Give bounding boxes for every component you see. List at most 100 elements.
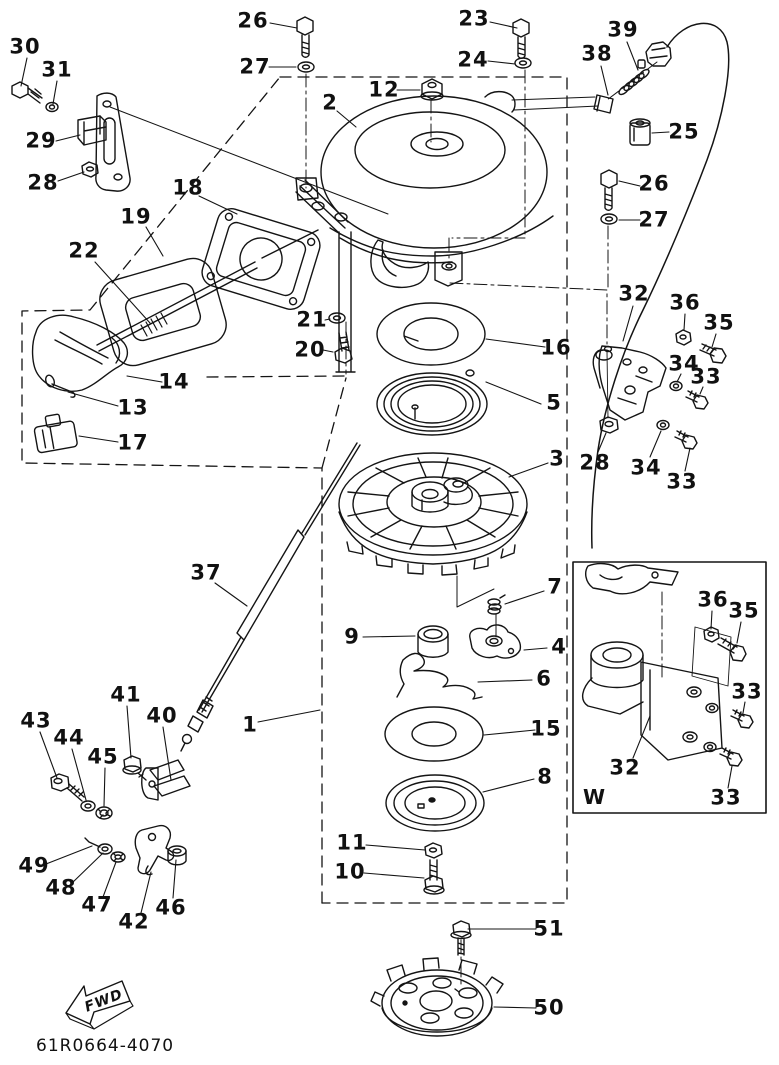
leader-line-17 (78, 435, 119, 443)
leader-line-45 (103, 767, 106, 807)
leader-line-34 (649, 430, 662, 458)
leader-line-24 (487, 60, 516, 65)
handle-grip-14 (31, 314, 129, 392)
washer-48 (97, 843, 113, 855)
rod-tip-13 (45, 374, 76, 398)
leader-line-23 (489, 21, 518, 29)
washer-34-lower (656, 419, 670, 431)
leader-line-10 (363, 872, 425, 879)
callout-50: 50 (533, 995, 565, 1020)
leader-line-7 (504, 590, 545, 605)
spiral-spring-5 (376, 369, 488, 436)
rope-anchor-25 (629, 118, 651, 146)
leader-line-42 (140, 871, 152, 914)
leader-line-37 (214, 582, 248, 607)
joint-40 (141, 759, 191, 801)
washer-21 (328, 312, 346, 324)
callout-19: 19 (120, 204, 152, 229)
lock-washer-45 (95, 806, 113, 820)
callout-22: 22 (68, 238, 100, 263)
nut-11 (424, 842, 443, 859)
leader-line-33 (727, 765, 733, 789)
washer-24 (514, 57, 532, 69)
diagram-part-code: 61R0664-4070 (36, 1036, 175, 1056)
callout-17: 17 (117, 430, 149, 455)
top-fasteners (296, 16, 618, 364)
washer-31 (45, 101, 59, 113)
bolt-10 (423, 859, 445, 895)
washer-27-right (600, 213, 618, 225)
leader-line-25 (651, 131, 670, 134)
callout-48: 48 (45, 875, 77, 900)
drive-pawl-4 (469, 624, 522, 659)
leader-line-48 (70, 852, 104, 885)
leader-line-30 (20, 57, 28, 87)
callout-35: 35 (703, 310, 735, 335)
leader-line-15 (483, 729, 536, 736)
inset-bolt-33-upper (730, 709, 754, 729)
callout-33: 33 (666, 469, 698, 494)
callout-7: 7 (547, 574, 563, 599)
callout-20: 20 (294, 337, 326, 362)
leader-line-36 (683, 313, 686, 331)
bolt-26-right (600, 169, 618, 211)
callout-21: 21 (296, 307, 328, 332)
friction-spring-6 (396, 652, 483, 700)
handle-assembly (31, 208, 321, 454)
callout-34: 34 (668, 351, 700, 376)
leader-line-5 (485, 381, 542, 405)
callout-30: 30 (9, 34, 41, 59)
bolt-35 (699, 343, 727, 364)
starter-rod-37 (180, 442, 361, 752)
leader-line-6 (477, 679, 533, 683)
leader-line-44 (71, 748, 87, 801)
callout-27: 27 (638, 207, 670, 232)
leader-line-19 (145, 226, 164, 257)
bushing-9 (417, 625, 449, 658)
callout-8: 8 (537, 764, 553, 789)
bolt-20 (334, 331, 353, 364)
leader-line-13 (67, 391, 119, 407)
clamp-29 (77, 115, 107, 146)
callout-44: 44 (53, 725, 85, 750)
callout-24: 24 (457, 47, 489, 72)
leader-line-35 (711, 333, 717, 348)
callout-10: 10 (334, 859, 366, 884)
bushing-46 (167, 845, 187, 866)
callout-28: 28 (27, 170, 59, 195)
callout-27: 27 (239, 54, 271, 79)
callout-33: 33 (690, 364, 722, 389)
inset-clamp (585, 562, 679, 595)
leader-line-28 (597, 432, 607, 453)
leader-line-35 (736, 621, 742, 644)
leader-line-3 (508, 462, 549, 478)
sheave-drum-3 (338, 452, 528, 608)
leader-line-41 (126, 705, 132, 759)
leader-line-18 (198, 195, 238, 215)
callout-46: 46 (155, 895, 187, 920)
leader-line-2 (336, 110, 357, 128)
callout-18: 18 (172, 175, 204, 200)
washer-34-upper (669, 380, 683, 392)
leader-line-20 (322, 349, 334, 353)
inset-view-label: W (582, 785, 606, 809)
leader-line-1 (257, 709, 321, 723)
leader-line-36 (710, 610, 713, 630)
leader-line-49 (45, 845, 93, 865)
leader-line-22 (94, 261, 151, 324)
callout-26: 26 (237, 8, 269, 33)
rope-guide (637, 41, 672, 69)
callout-45: 45 (87, 744, 119, 769)
attachment-indicator (456, 575, 495, 608)
callout-36: 36 (697, 587, 729, 612)
leader-line-32 (632, 715, 651, 759)
callout-41: 41 (110, 682, 142, 707)
leader-line-16 (485, 338, 546, 348)
callout-47: 47 (81, 892, 113, 917)
callout-31: 31 (41, 57, 73, 82)
inset-bracket-32 (581, 641, 723, 761)
bolt-33-lower (674, 430, 698, 450)
bracket-plate (95, 92, 131, 192)
